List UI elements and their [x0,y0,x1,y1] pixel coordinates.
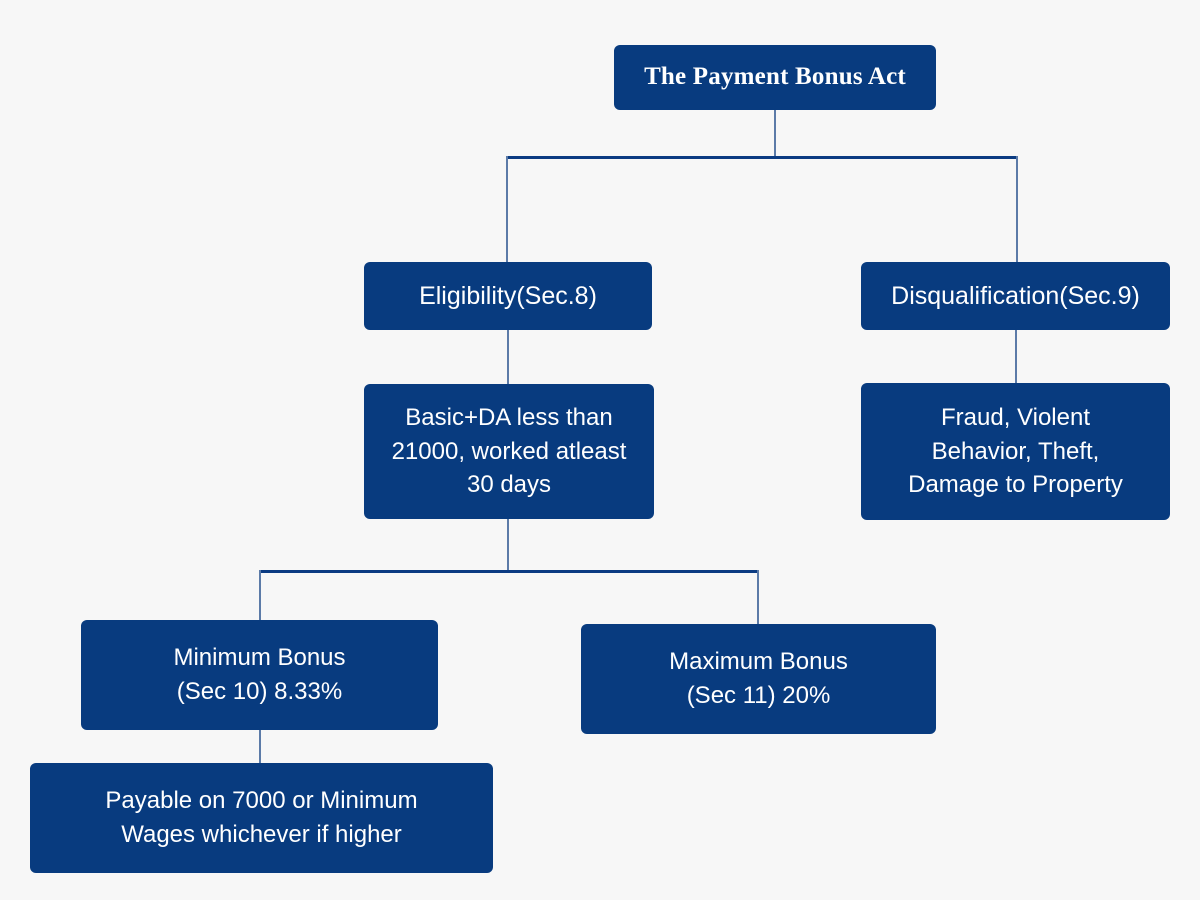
node-root[interactable]: The Payment Bonus Act [614,45,936,110]
connector-to-minimum-bonus [259,570,261,622]
node-eligibility[interactable]: Eligibility(Sec.8) [364,262,652,330]
connector-level3-bar [259,570,759,573]
node-minimum-bonus[interactable]: Minimum Bonus (Sec 10) 8.33% [81,620,438,730]
connector-minimum-to-payable [259,729,261,764]
node-payable-basis-label: Payable on 7000 or Minimum Wages whichev… [105,787,418,848]
connector-to-disqualification [1016,156,1018,266]
node-root-label: The Payment Bonus Act [644,63,906,91]
node-maximum-bonus-label: Maximum Bonus (Sec 11) 20% [669,648,848,709]
node-payable-basis[interactable]: Payable on 7000 or Minimum Wages whichev… [30,763,493,873]
connector-to-maximum-bonus [757,570,759,625]
node-disqualification[interactable]: Disqualification(Sec.9) [861,262,1170,330]
connector-to-eligibility [506,156,508,266]
node-disqualification-reasons-label: Fraud, Violent Behavior, Theft, Damage t… [908,404,1123,499]
connector-disqualification-to-reasons [1015,330,1017,384]
node-eligibility-label: Eligibility(Sec.8) [419,281,597,310]
node-disqualification-reasons[interactable]: Fraud, Violent Behavior, Theft, Damage t… [861,383,1170,520]
connector-root-stem [774,109,776,158]
node-minimum-bonus-label: Minimum Bonus (Sec 10) 8.33% [173,644,346,705]
connector-criteria-stem [507,518,509,572]
node-eligibility-criteria[interactable]: Basic+DA less than 21000, worked atleast… [364,384,654,519]
node-disqualification-label: Disqualification(Sec.9) [891,281,1140,310]
connector-eligibility-to-criteria [507,330,509,384]
connector-level1-bar [506,156,1018,159]
node-eligibility-criteria-label: Basic+DA less than 21000, worked atleast… [391,404,627,499]
node-maximum-bonus[interactable]: Maximum Bonus (Sec 11) 20% [581,624,936,734]
